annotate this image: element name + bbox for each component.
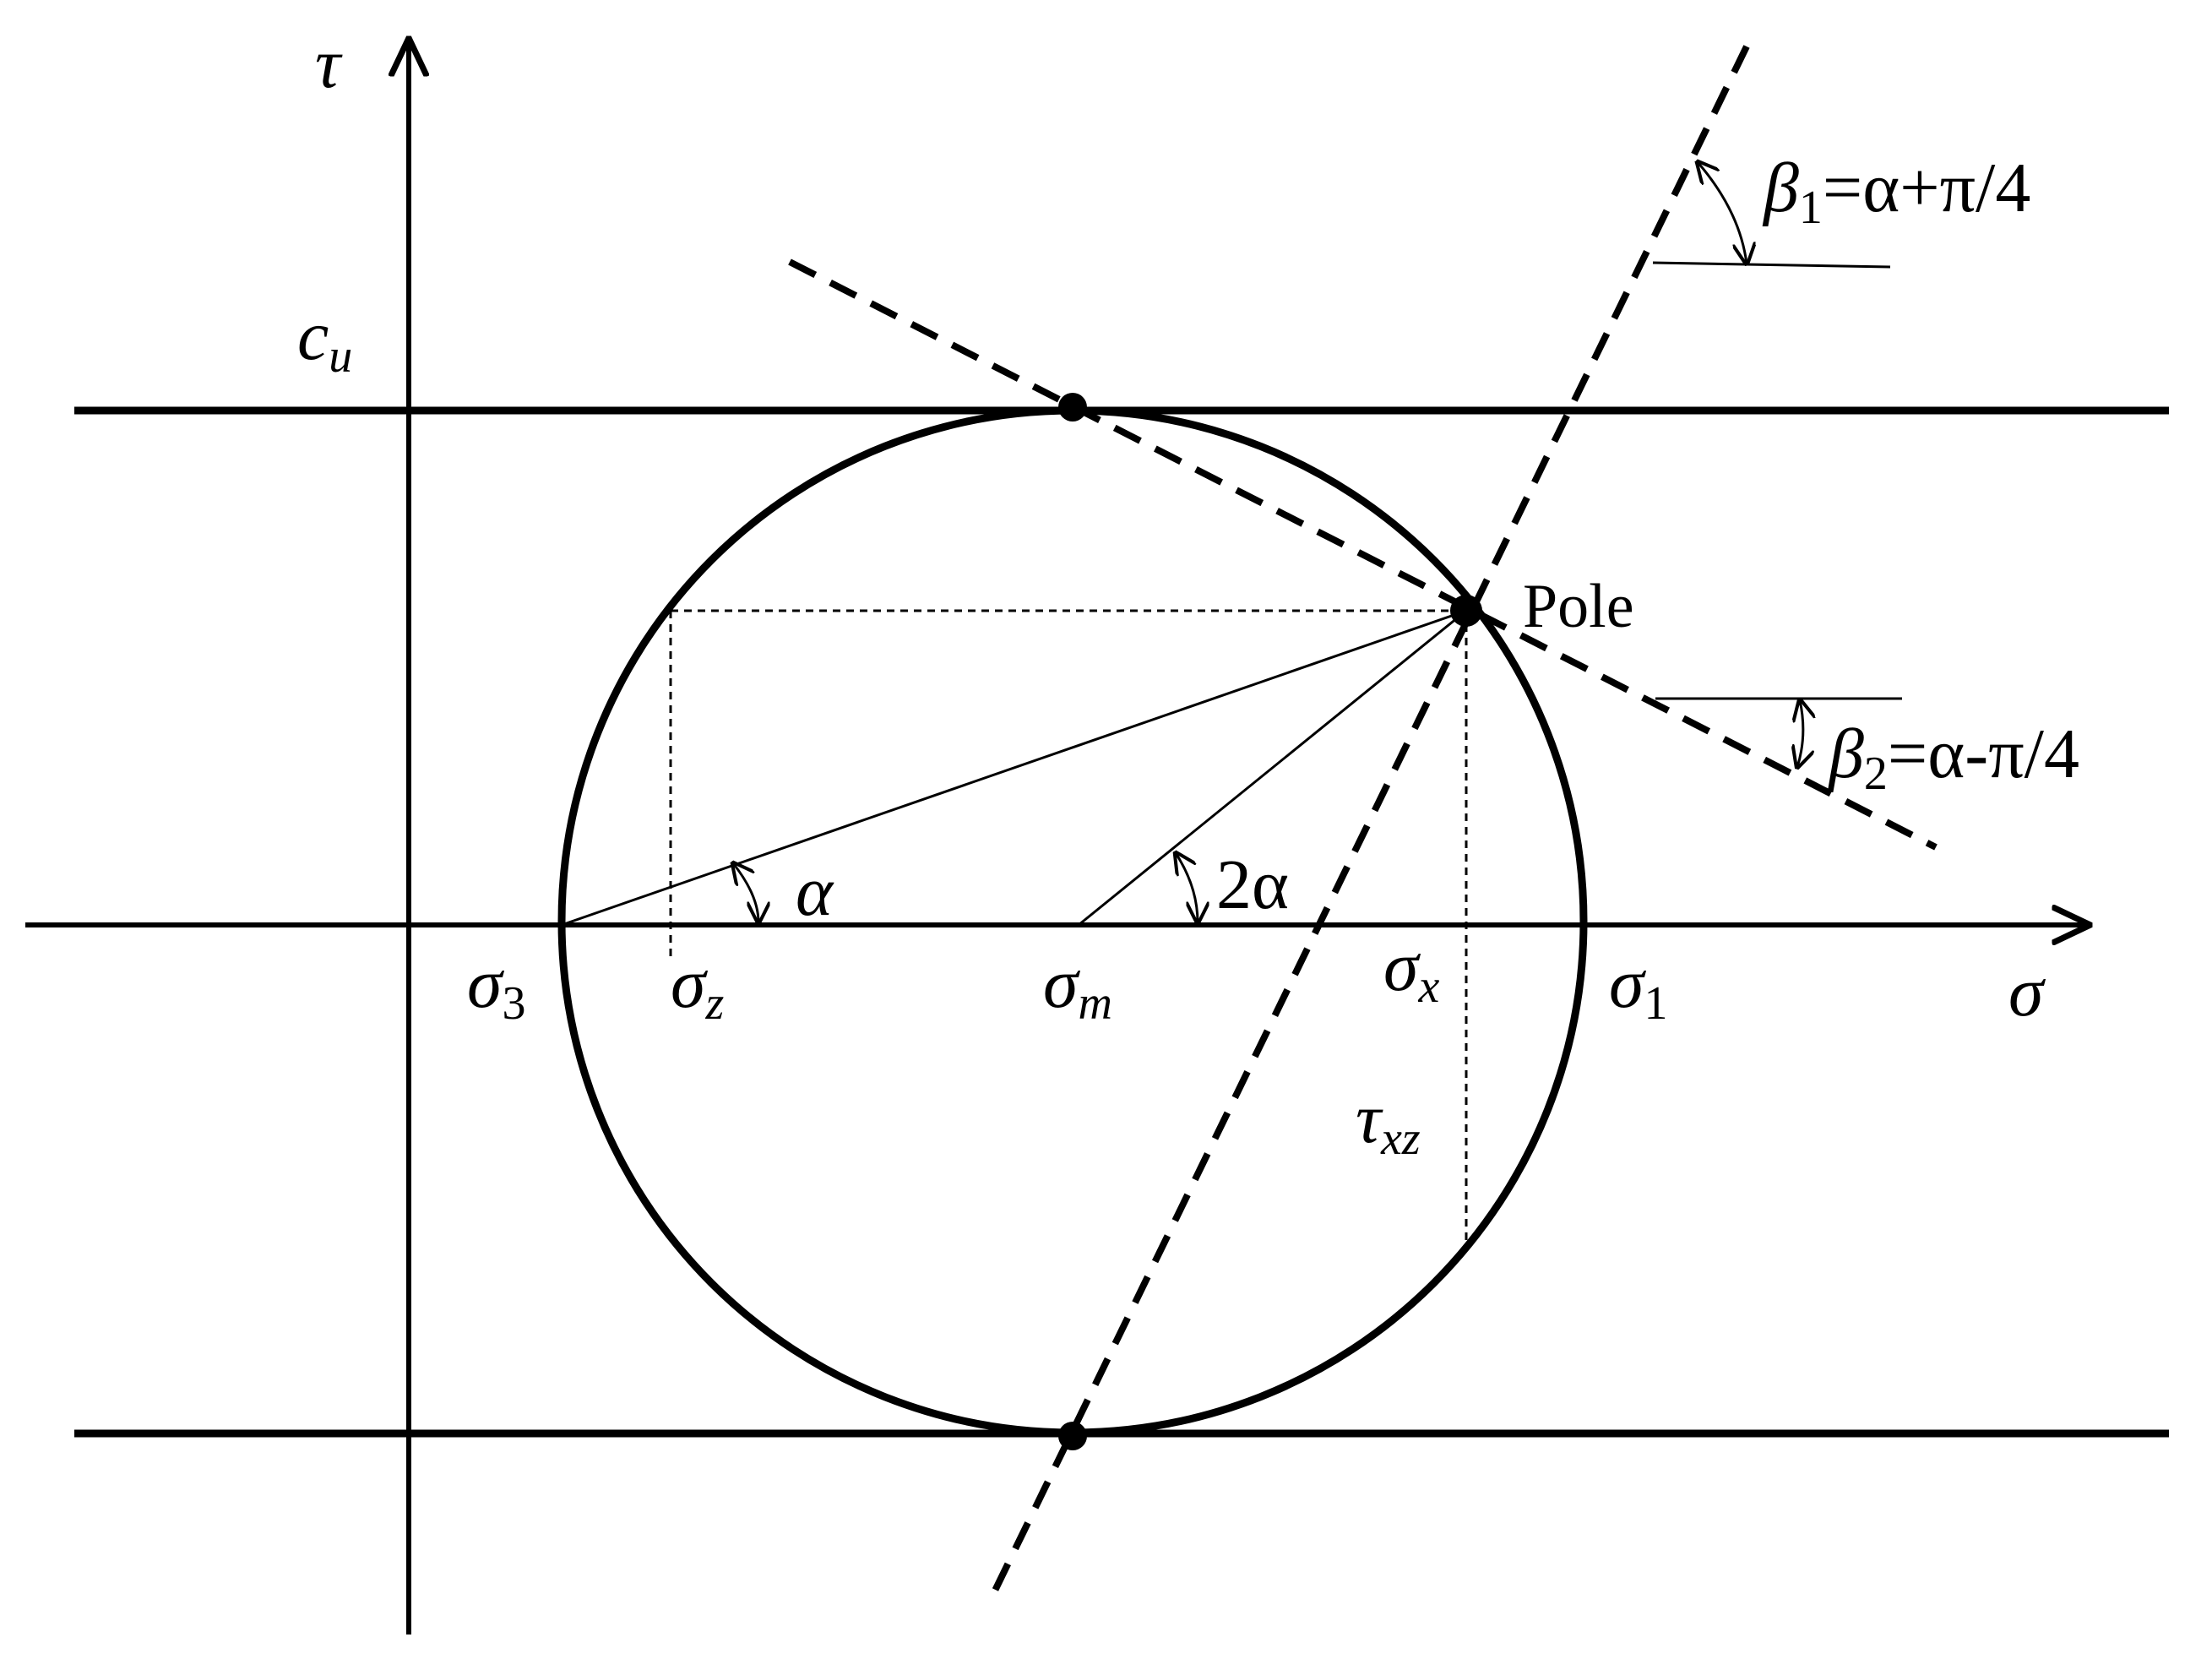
sigma3-label: σ3 (467, 944, 525, 1030)
mohr-circle (557, 406, 1588, 1437)
alpha-label: α (796, 852, 834, 931)
tau-axis-label: τ (315, 24, 343, 103)
sigma-x-label: σx (1383, 927, 1439, 1013)
sigma1-label: σ1 (1609, 944, 1667, 1030)
sigma-z-label: σz (671, 944, 724, 1030)
beta2-label: β2=α-π/4 (1827, 715, 2079, 800)
pole-point (1450, 595, 1482, 627)
upper-tangent-point (1058, 393, 1087, 422)
beta1-arc (1698, 162, 1747, 264)
two-alpha-arc (1176, 853, 1198, 922)
failure-plane-line-2 (788, 258, 1938, 851)
beta2-arc (1797, 700, 1803, 767)
sigma3-pole-line (561, 609, 1467, 927)
center-pole-line (1078, 609, 1467, 927)
pole-label: Pole (1523, 572, 1634, 641)
failure-plane-line-1 (991, 45, 1750, 1594)
tau-xz-label: τxz (1356, 1080, 1421, 1165)
two-alpha-label: 2α (1216, 846, 1289, 924)
alpha-arc (733, 863, 758, 922)
cu-label: cu (297, 296, 352, 383)
sigma-axis-label: σ (2008, 953, 2046, 1031)
lower-tangent-point (1058, 1422, 1087, 1450)
sigma-m-label: σm (1043, 944, 1112, 1030)
beta1-reference-line (1652, 261, 1891, 269)
beta1-label: β1=α+π/4 (1762, 149, 2030, 234)
